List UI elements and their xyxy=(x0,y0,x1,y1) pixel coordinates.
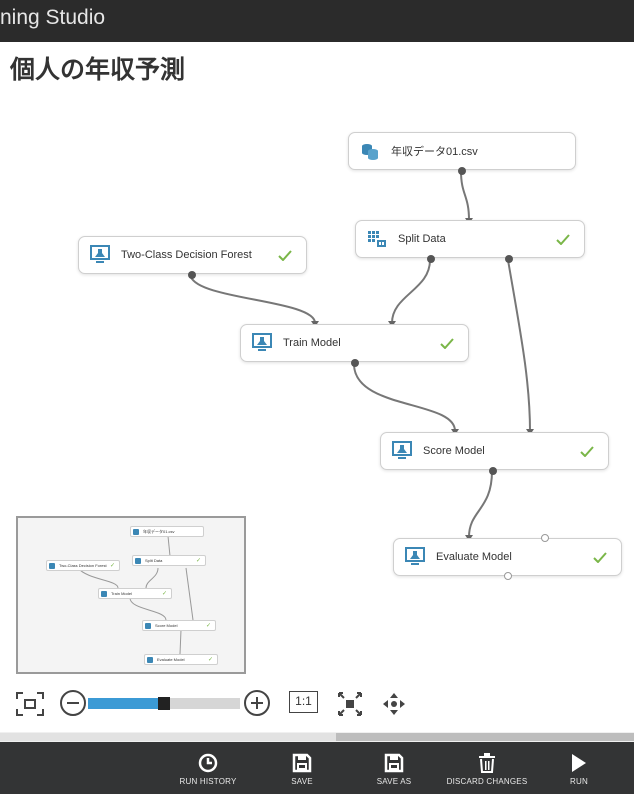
wire-split-to-train xyxy=(391,259,431,324)
output-port[interactable] xyxy=(188,271,196,279)
model-icon xyxy=(391,440,413,462)
save-icon xyxy=(292,752,312,774)
module-label: Train Model xyxy=(283,337,341,349)
minimap-node: Train Model✓ xyxy=(98,588,172,599)
dataset-icon xyxy=(359,140,381,162)
minimap-node: Split Data✓ xyxy=(132,555,206,566)
save-as-button[interactable]: SAVE AS xyxy=(368,742,420,794)
output-port[interactable] xyxy=(489,467,497,475)
experiment-title[interactable]: 個人の年収予測 xyxy=(10,55,186,84)
model-icon xyxy=(404,546,426,568)
save-as-icon xyxy=(384,752,404,774)
play-icon xyxy=(571,752,587,774)
zoom-slider-fill xyxy=(88,698,158,709)
check-icon xyxy=(556,230,570,249)
output-port[interactable] xyxy=(351,359,359,367)
save-label: SAVE xyxy=(291,777,313,786)
wire-forest-to-train xyxy=(190,276,316,324)
module-evaluate-model[interactable]: Evaluate Model xyxy=(393,534,622,580)
split-data-icon xyxy=(366,228,388,250)
check-icon xyxy=(440,334,454,353)
plus-circle-icon xyxy=(244,690,270,716)
zoom-out-button[interactable] xyxy=(58,688,88,718)
zoom-slider-thumb[interactable] xyxy=(158,697,170,710)
run-button[interactable]: RUN xyxy=(562,742,596,794)
save-button[interactable]: SAVE xyxy=(280,742,324,794)
input-port-open[interactable] xyxy=(541,534,549,542)
zoom-slider[interactable] xyxy=(88,697,240,710)
save-as-label: SAVE AS xyxy=(376,777,412,786)
zoom-controls: 1:1 xyxy=(0,684,634,724)
minimap-node: Evaluate Model✓ xyxy=(144,654,218,665)
module-split-data[interactable]: Split Data xyxy=(355,220,585,263)
module-label: Evaluate Model xyxy=(436,551,512,563)
app-title: ning Studio xyxy=(0,6,106,29)
wire-dataset-to-split xyxy=(460,170,470,221)
output-port-left[interactable] xyxy=(427,255,435,263)
minus-circle-icon xyxy=(60,690,86,716)
scrollbar-track xyxy=(0,733,336,741)
wire-split-to-score xyxy=(507,259,531,432)
bottom-toolbar: RUN HISTORY SAVE SAVE AS xyxy=(0,742,634,794)
module-label: Split Data xyxy=(398,233,446,245)
run-label: RUN xyxy=(570,777,588,786)
module-label: Two-Class Decision Forest xyxy=(121,249,252,261)
module-train-model[interactable]: Train Model xyxy=(240,324,469,367)
auto-layout-icon[interactable] xyxy=(336,690,364,718)
scrollbar-thumb[interactable] xyxy=(336,733,634,741)
discard-changes-label: DISCARD CHANGES xyxy=(446,777,528,786)
module-label: Score Model xyxy=(423,445,485,457)
top-bar: ning Studio xyxy=(0,0,634,42)
module-dataset[interactable]: 年収データ01.csv xyxy=(348,132,576,175)
clock-icon xyxy=(198,752,218,774)
minimap-node: 年収データ01.csv xyxy=(130,526,204,537)
model-icon xyxy=(251,332,273,354)
model-icon xyxy=(89,244,111,266)
zoom-in-button[interactable] xyxy=(242,688,272,718)
fit-to-screen-icon[interactable] xyxy=(14,688,46,720)
output-port[interactable] xyxy=(458,167,466,175)
check-icon xyxy=(278,246,292,265)
wire-train-to-score xyxy=(353,363,456,432)
horizontal-scrollbar[interactable] xyxy=(0,732,634,742)
minimap-node: Score Model✓ xyxy=(142,620,216,631)
module-label: 年収データ01.csv xyxy=(391,146,478,158)
check-icon xyxy=(593,548,607,567)
output-port-right[interactable] xyxy=(505,255,513,263)
module-two-class-decision-forest[interactable]: Two-Class Decision Forest xyxy=(78,236,307,279)
minimap-node: Two-Class Decision Forest✓ xyxy=(46,560,120,571)
check-icon xyxy=(580,442,594,461)
trash-icon xyxy=(478,752,496,774)
output-port-open[interactable] xyxy=(504,572,512,580)
run-history-button[interactable]: RUN HISTORY xyxy=(172,742,244,794)
actual-size-button[interactable]: 1:1 xyxy=(289,691,318,713)
wire-score-to-evaluate xyxy=(468,470,493,538)
run-history-label: RUN HISTORY xyxy=(179,777,237,786)
discard-changes-button[interactable]: DISCARD CHANGES xyxy=(440,742,534,794)
module-score-model[interactable]: Score Model xyxy=(380,432,609,475)
minimap[interactable]: 年収データ01.csv Split Data✓ Two-Class Decisi… xyxy=(16,516,246,674)
pan-icon[interactable] xyxy=(380,690,408,718)
